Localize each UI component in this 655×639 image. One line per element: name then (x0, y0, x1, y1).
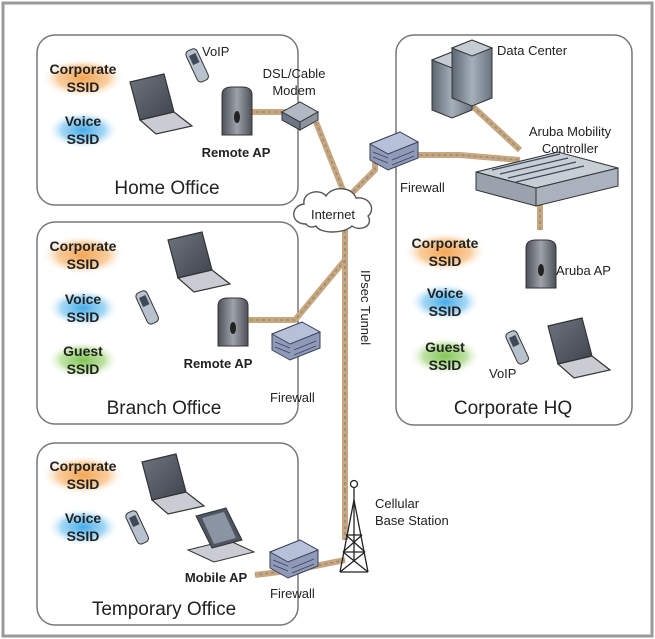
firewall-label: Firewall (270, 390, 315, 405)
data-center-server-icon (430, 39, 494, 119)
controller-label-line1: Aruba Mobility (529, 124, 612, 139)
guest-ssid-badge: Guest SSID (409, 337, 481, 375)
voip-label: VoIP (202, 44, 229, 59)
data-center-label: Data Center (497, 43, 568, 58)
guest-ssid-line2: SSID (429, 357, 462, 373)
corporate-ssid-line2: SSID (67, 79, 100, 95)
home-office: Corporate SSID Voice SSID VoIP Remote AP… (41, 44, 271, 199)
cellular-label-line2: Base Station (375, 513, 449, 528)
voice-ssid-badge: Voice SSID (409, 283, 481, 321)
voice-ssid-line2: SSID (67, 131, 100, 147)
guest-ssid-line1: Guest (63, 343, 103, 359)
voice-ssid-line2: SSID (429, 303, 462, 319)
ipsec-tunnel-label: IPsec Tunnel (358, 270, 373, 345)
remote-ap-label: Remote AP (184, 356, 253, 371)
corporate-ssid-badge: Corporate SSID (41, 235, 125, 275)
modem-label-line1: DSL/Cable (263, 66, 326, 81)
corporate-ssid-badge: Corporate SSID (41, 58, 125, 98)
cellular-label-line1: Cellular (375, 496, 420, 511)
guest-ssid-line2: SSID (67, 361, 100, 377)
aruba-ap-label: Aruba AP (556, 263, 611, 278)
corporate-ssid-line1: Corporate (50, 61, 117, 77)
cellular-tower-icon (339, 479, 369, 573)
voice-ssid-line1: Voice (65, 113, 102, 129)
guest-ssid-badge: Guest SSID (47, 341, 119, 379)
corporate-ssid-badge: Corporate SSID (41, 455, 125, 495)
voice-ssid-line1: Voice (65, 291, 102, 307)
dsl-cable-modem: DSL/Cable Modem (263, 66, 326, 131)
remote-ap-label: Remote AP (202, 145, 271, 160)
corporate-ssid-line2: SSID (67, 256, 100, 272)
corporate-hq: Data Center Firewall Aruba Mobility Cont… (369, 39, 619, 419)
aruba-ap-icon (525, 239, 557, 289)
home-office-title: Home Office (114, 178, 219, 199)
corporate-ssid-line1: Corporate (50, 458, 117, 474)
voice-ssid-line1: Voice (427, 285, 464, 301)
temporary-office: Corporate SSID Voice SSID Mobile AP Fire… (41, 453, 319, 620)
voice-ssid-badge: Voice SSID (47, 289, 119, 327)
voice-ssid-line2: SSID (67, 528, 100, 544)
remote-ap-icon (221, 86, 253, 136)
corporate-ssid-line1: Corporate (412, 235, 479, 251)
temporary-office-title: Temporary Office (92, 599, 236, 620)
voip-label: VoIP (489, 366, 516, 381)
corporate-ssid-line2: SSID (429, 253, 462, 269)
internet-cloud: Internet (293, 188, 373, 233)
voice-ssid-line1: Voice (65, 510, 102, 526)
mobile-ap-icon (186, 507, 256, 563)
branch-office-title: Branch Office (107, 398, 222, 419)
mobility-controller-icon (475, 151, 619, 207)
voice-ssid-badge: Voice SSID (47, 111, 119, 149)
corporate-ssid-line2: SSID (67, 476, 100, 492)
modem-label-line2: Modem (272, 83, 315, 98)
internet-label: Internet (311, 207, 355, 222)
mobile-ap-label: Mobile AP (185, 570, 248, 585)
firewall-label: Firewall (400, 180, 445, 195)
remote-ap-icon (217, 297, 249, 347)
controller-label-line2: Controller (542, 141, 599, 156)
branch-office: Corporate SSID Voice SSID Guest SSID Rem… (41, 231, 321, 419)
corporate-hq-title: Corporate HQ (454, 398, 572, 419)
corporate-ssid-badge: Corporate SSID (403, 232, 487, 272)
firewall-label: Firewall (270, 586, 315, 601)
voice-ssid-line2: SSID (67, 309, 100, 325)
corporate-ssid-line1: Corporate (50, 238, 117, 254)
network-links (240, 87, 543, 578)
voice-ssid-badge: Voice SSID (47, 508, 119, 546)
guest-ssid-line1: Guest (425, 339, 465, 355)
